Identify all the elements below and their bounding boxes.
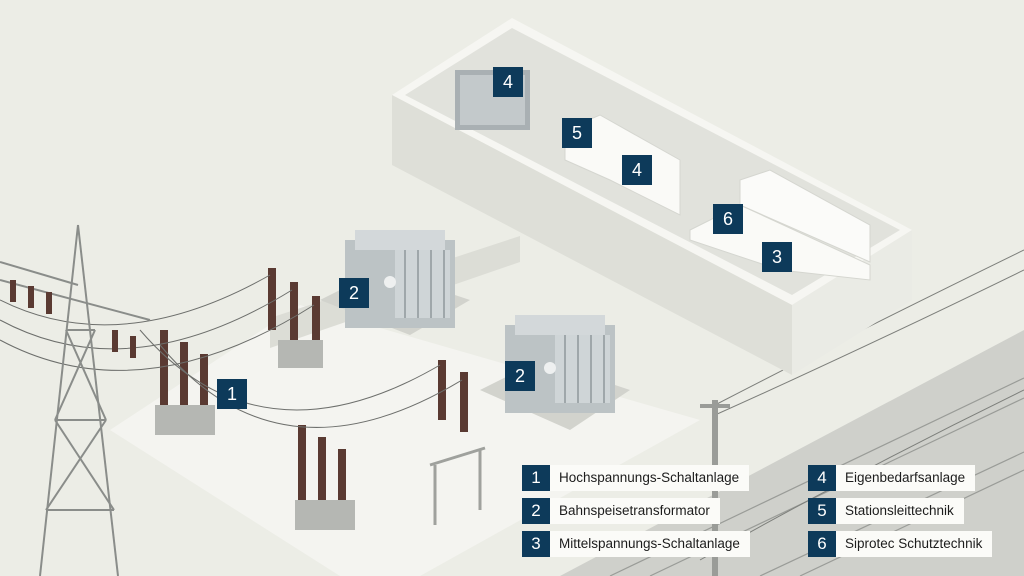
overhead-lines xyxy=(0,274,463,428)
legend-number: 2 xyxy=(522,498,550,524)
legend-label: Hochspannungs-Schaltanlage xyxy=(550,465,750,491)
legend-number: 6 xyxy=(808,531,836,557)
legend-label: Mittelspannungs-Schaltanlage xyxy=(550,531,750,557)
legend-item-mv-switchgear: 3 Mittelspannungs-Schaltanlage xyxy=(522,531,750,557)
marker-protection: 6 xyxy=(713,204,743,234)
legend-item-hv-switchgear: 1 Hochspannungs-Schaltanlage xyxy=(522,465,750,491)
transmission-tower xyxy=(0,224,151,576)
tower-insulators xyxy=(10,280,136,358)
legend-number: 4 xyxy=(808,465,836,491)
legend-label: Eigenbedarfsanlage xyxy=(836,465,976,491)
marker-mv-switchgear: 3 xyxy=(762,242,792,272)
marker-station-control: 5 xyxy=(562,118,592,148)
marker-hv-switchgear: 1 xyxy=(217,379,247,409)
legend-item-transformer: 2 Bahnspeisetransformator xyxy=(522,498,720,524)
marker-aux-supply-b: 4 xyxy=(622,155,652,185)
legend-number: 3 xyxy=(522,531,550,557)
legend-label: Stationsleittechnik xyxy=(836,498,964,524)
marker-transformer-b: 2 xyxy=(505,361,535,391)
equipment-bases xyxy=(155,340,355,530)
legend-item-aux-supply: 4 Eigenbedarfsanlage xyxy=(808,465,976,491)
marker-aux-supply-a: 4 xyxy=(493,67,523,97)
marker-transformer-a: 2 xyxy=(339,278,369,308)
legend-label: Siprotec Schutztechnik xyxy=(836,531,993,557)
legend-number: 1 xyxy=(522,465,550,491)
hv-insulators xyxy=(160,268,468,527)
gantry-frame xyxy=(429,446,486,525)
legend-label: Bahnspeisetransformator xyxy=(550,498,720,524)
transformer-b xyxy=(505,315,615,413)
legend-item-station-control: 5 Stationsleittechnik xyxy=(808,498,964,524)
legend-number: 5 xyxy=(808,498,836,524)
legend-item-protection: 6 Siprotec Schutztechnik xyxy=(808,531,993,557)
